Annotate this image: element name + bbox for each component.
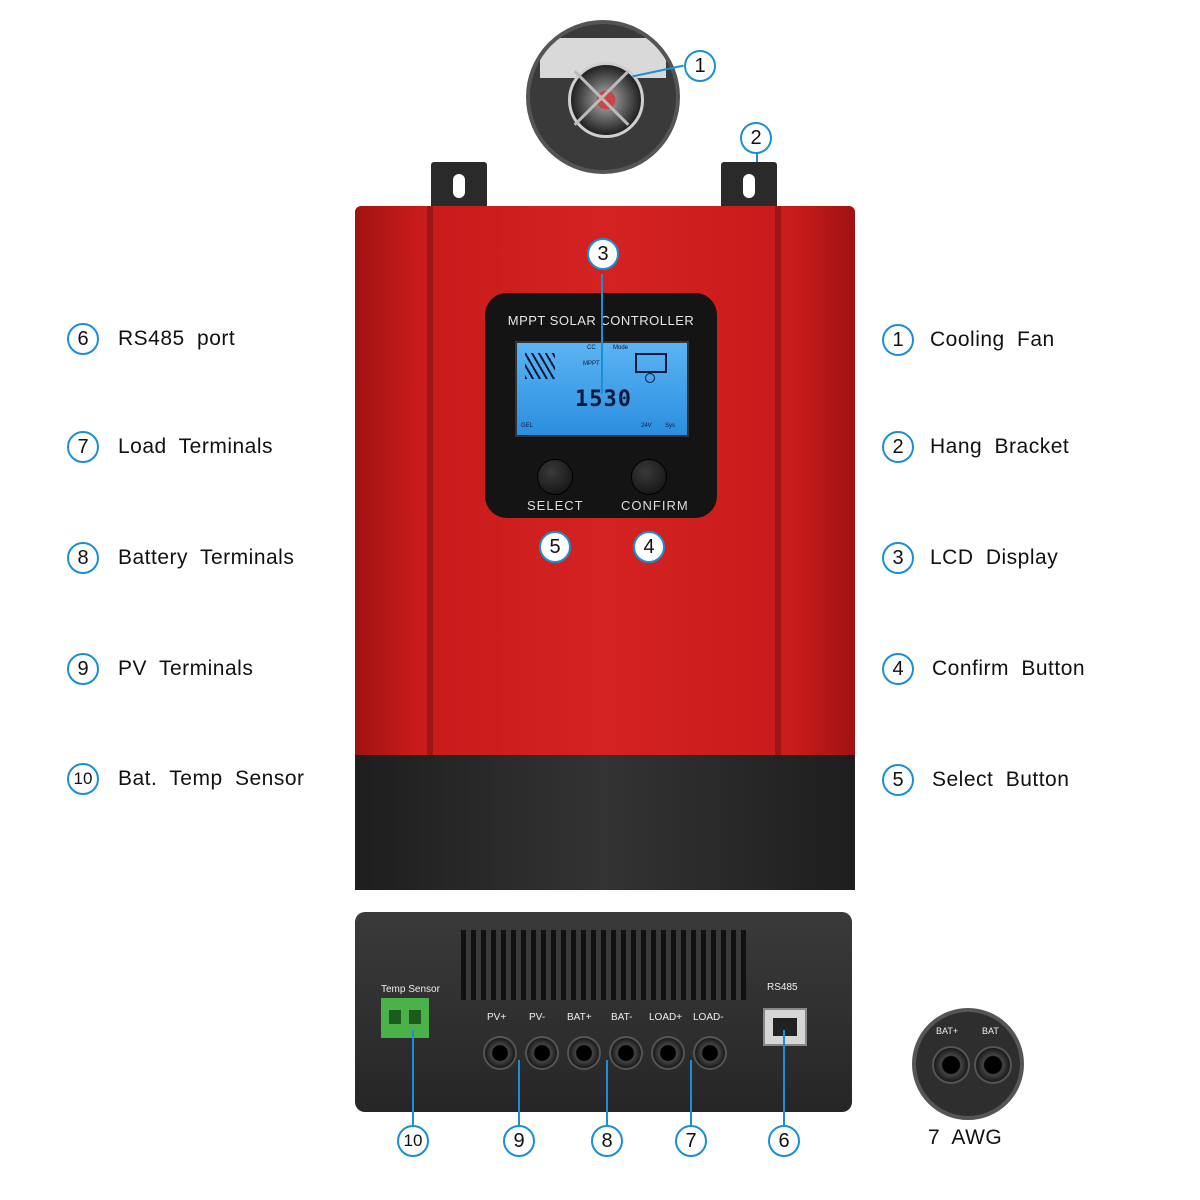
terminal-label-pv-plus: PV+ — [487, 1012, 507, 1023]
callout-8-icon: 8 — [67, 542, 99, 574]
callout-9-icon: 9 — [67, 653, 99, 685]
hang-bracket-left — [431, 162, 487, 214]
lcd-sys: Sys — [665, 423, 676, 429]
inset-label-bat-plus: BAT+ — [936, 1026, 959, 1036]
legend-label-pv-terminals: PV Terminals — [118, 657, 254, 680]
callout-temp-icon: 10 — [397, 1125, 429, 1157]
legend-label-confirm-button: Confirm Button — [932, 657, 1086, 680]
solar-panel-icon — [525, 353, 555, 379]
inset-terminal-bat — [974, 1046, 1012, 1084]
callout-select-icon: 5 — [539, 531, 571, 563]
terminal-label-load-minus: LOAD- — [693, 1012, 724, 1023]
lcd-volt: 24V — [641, 423, 652, 429]
terminal-bat-plus — [567, 1036, 601, 1070]
case-black-base — [355, 755, 855, 890]
callout-pv-icon: 9 — [503, 1125, 535, 1157]
panel-title: MPPT SOLAR CONTROLLER — [507, 313, 695, 328]
callout-confirm-icon: 4 — [633, 531, 665, 563]
terminal-pv-minus — [525, 1036, 559, 1070]
callout-lcd-icon: 3 — [587, 238, 619, 270]
lcd-mode: Mode — [613, 345, 629, 351]
legend-label-battery-terminals: Battery Terminals — [118, 546, 295, 569]
rs485-port — [763, 1008, 807, 1046]
legend-label-cooling-fan: Cooling Fan — [930, 328, 1055, 351]
callout-bracket-icon: 2 — [740, 122, 772, 154]
terminal-label-pv-minus: PV- — [529, 1012, 546, 1023]
terminal-label-bat-plus: BAT+ — [567, 1012, 592, 1023]
callout-10-icon: 10 — [67, 763, 99, 795]
callout-7-icon: 7 — [67, 431, 99, 463]
lcd-cc: CC — [587, 345, 596, 351]
battery-icon — [635, 353, 667, 373]
lcd-mppt: MPPT — [583, 361, 600, 367]
controller-front: MPPT SOLAR CONTROLLER CC Mode MPPT 1530 … — [355, 162, 855, 890]
callout-6-icon: 6 — [67, 323, 99, 355]
terminal-pv-plus — [483, 1036, 517, 1070]
rs485-label: RS485 — [767, 982, 798, 993]
inset-label-bat: BAT — [982, 1026, 999, 1036]
vent-grille — [461, 930, 746, 1000]
temp-sensor-label: Temp Sensor — [381, 984, 440, 995]
temp-sensor-connector — [381, 998, 429, 1038]
callout-3-icon: 3 — [882, 542, 914, 574]
terminal-inset: BAT+ BAT — [912, 1008, 1024, 1120]
hang-bracket-right — [721, 162, 777, 214]
callout-rs485-icon: 6 — [768, 1125, 800, 1157]
select-label: SELECT — [527, 498, 584, 513]
callout-2-icon: 2 — [882, 431, 914, 463]
awg-label: 7 AWG — [928, 1126, 1003, 1149]
terminal-bat-minus — [609, 1036, 643, 1070]
legend-label-hang-bracket: Hang Bracket — [930, 435, 1070, 458]
cooling-fan-inset — [526, 20, 680, 174]
bulb-icon — [645, 373, 655, 383]
legend-label-load-terminals: Load Terminals — [118, 435, 274, 458]
legend-label-select-button: Select Button — [932, 768, 1070, 791]
callout-fan-icon: 1 — [684, 50, 716, 82]
callout-5-icon: 5 — [882, 764, 914, 796]
callout-battery-icon: 8 — [591, 1125, 623, 1157]
terminal-label-load-plus: LOAD+ — [649, 1012, 683, 1023]
terminal-load-plus — [651, 1036, 685, 1070]
confirm-knob[interactable] — [631, 459, 667, 495]
controller-bottom-view: Temp Sensor PV+ PV- BAT+ BAT- LOAD+ LOAD… — [355, 912, 852, 1112]
select-knob[interactable] — [537, 459, 573, 495]
legend-label-lcd-display: LCD Display — [930, 546, 1059, 569]
terminal-load-minus — [693, 1036, 727, 1070]
callout-4-icon: 4 — [882, 653, 914, 685]
confirm-label: CONFIRM — [621, 498, 689, 513]
lcd-gel: GEL — [521, 423, 534, 429]
terminal-label-bat-minus: BAT- — [611, 1012, 633, 1023]
lcd-time: 1530 — [575, 387, 632, 412]
callout-load-icon: 7 — [675, 1125, 707, 1157]
legend-label-bat-temp-sensor: Bat. Temp Sensor — [118, 767, 305, 790]
callout-1-icon: 1 — [882, 324, 914, 356]
inset-terminal-bat-plus — [932, 1046, 970, 1084]
legend-label-rs485-port: RS485 port — [118, 327, 236, 350]
